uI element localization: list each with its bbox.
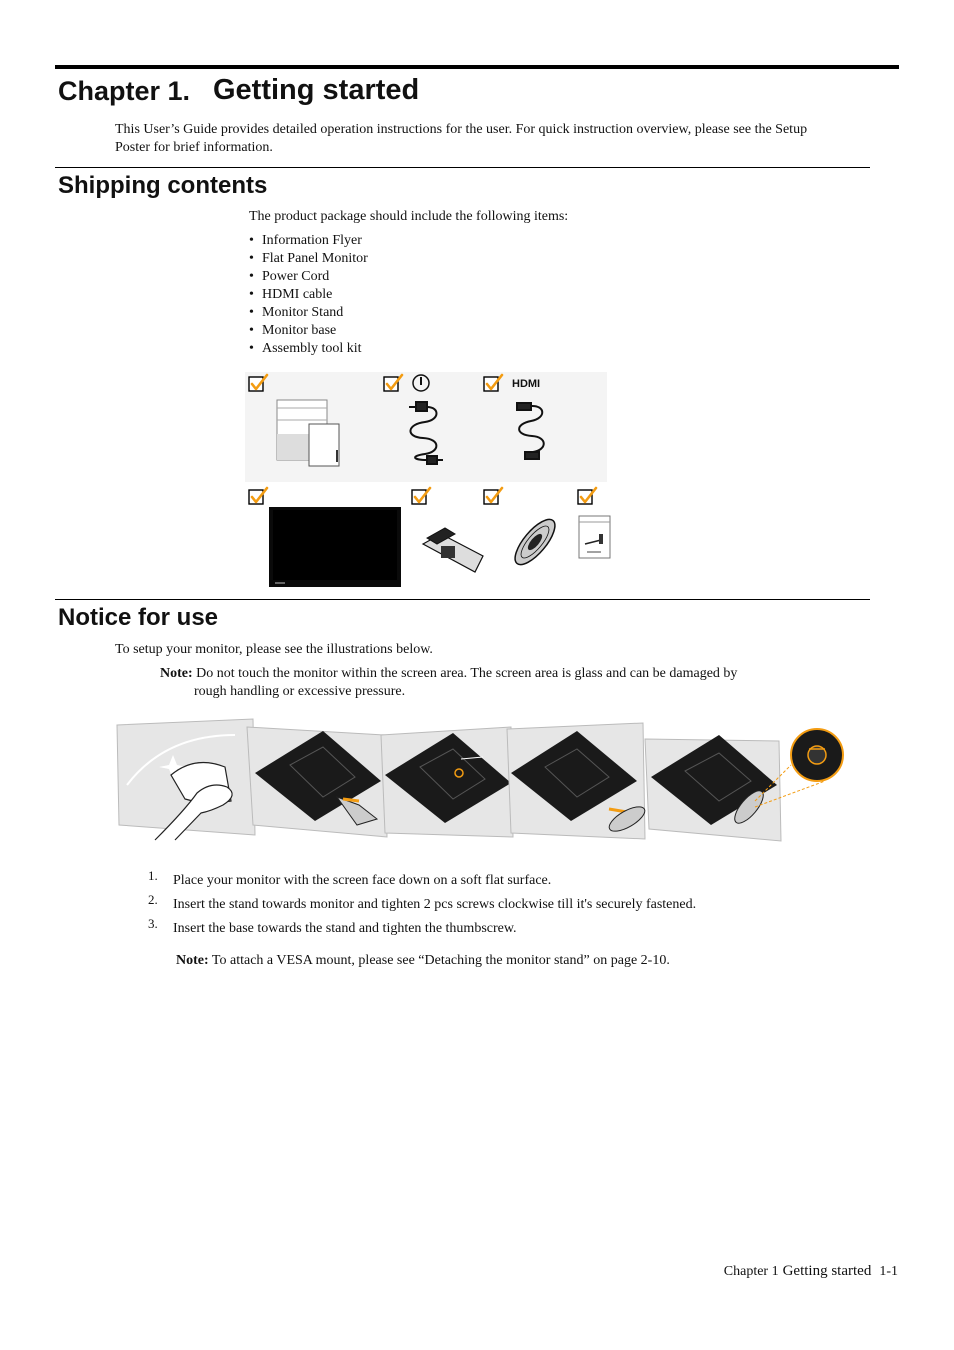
intro-paragraph: This User’s Guide provides detailed oper…: [115, 122, 808, 155]
hdmi-cable-icon: [516, 402, 545, 460]
note-text-line1: Do not touch the monitor within the scre…: [196, 666, 738, 681]
monitor-base-icon: [514, 518, 556, 566]
list-item: HDMI cable: [249, 286, 368, 304]
check-icon: [410, 486, 432, 506]
list-item: Monitor Stand: [249, 304, 368, 322]
hand-icon: [154, 784, 233, 841]
notice-lead: To setup your monitor, please see the il…: [115, 642, 433, 657]
monitor-icon: [269, 507, 401, 587]
step-panel-2: [246, 726, 388, 838]
information-flyer-icon: [276, 399, 340, 467]
footer-chapter: Chapter 1: [723, 1264, 779, 1279]
list-item: Power Cord: [249, 268, 368, 286]
shipping-lead: The product package should include the f…: [249, 209, 569, 224]
top-rule: [55, 65, 899, 69]
page-number: 1-1: [879, 1264, 898, 1279]
shipping-heading: Shipping contents: [58, 172, 268, 199]
vesa-note-text: To attach a VESA mount, please see “Deta…: [211, 953, 670, 968]
power-cord-icon: [409, 374, 443, 465]
section-rule-notice: [55, 599, 870, 600]
list-item: Flat Panel Monitor: [249, 250, 368, 268]
shipping-items-list: Information Flyer Flat Panel Monitor Pow…: [249, 232, 368, 358]
note-text-line2: rough handling or excessive pressure.: [194, 684, 406, 699]
hdmi-label: HDMI: [512, 378, 540, 390]
package-contents-illustration: HDMI: [245, 372, 615, 590]
list-item: Information Flyer: [249, 232, 368, 250]
footer-title: Getting started: [782, 1263, 872, 1279]
vesa-note: Note: To attach a VESA mount, please see…: [176, 952, 670, 970]
page-footer: Chapter 1 Getting started 1-1: [724, 1262, 898, 1280]
check-icon: [482, 486, 504, 506]
chapter-number: Chapter 1.: [58, 76, 191, 106]
note-label: Note:: [176, 953, 209, 968]
note-paragraph: Note: Do not touch the monitor within th…: [160, 665, 737, 683]
step-panel-5: [644, 728, 844, 842]
setup-illustration: [115, 715, 845, 845]
assembly-tool-kit-icon: [578, 515, 611, 559]
list-item: Monitor base: [249, 322, 368, 340]
monitor-stand-icon: [421, 527, 484, 573]
notice-heading: Notice for use: [58, 604, 219, 631]
step-panel-4: [506, 722, 646, 840]
note-label: Note:: [160, 666, 193, 681]
check-icon: [576, 486, 598, 506]
cleaning-panel: [116, 718, 256, 841]
chapter-title: Getting started: [213, 74, 420, 106]
list-item: Assembly tool kit: [249, 340, 368, 358]
step-panel-3: [380, 726, 514, 838]
section-rule-shipping: [55, 167, 870, 168]
check-icon: [247, 486, 269, 506]
